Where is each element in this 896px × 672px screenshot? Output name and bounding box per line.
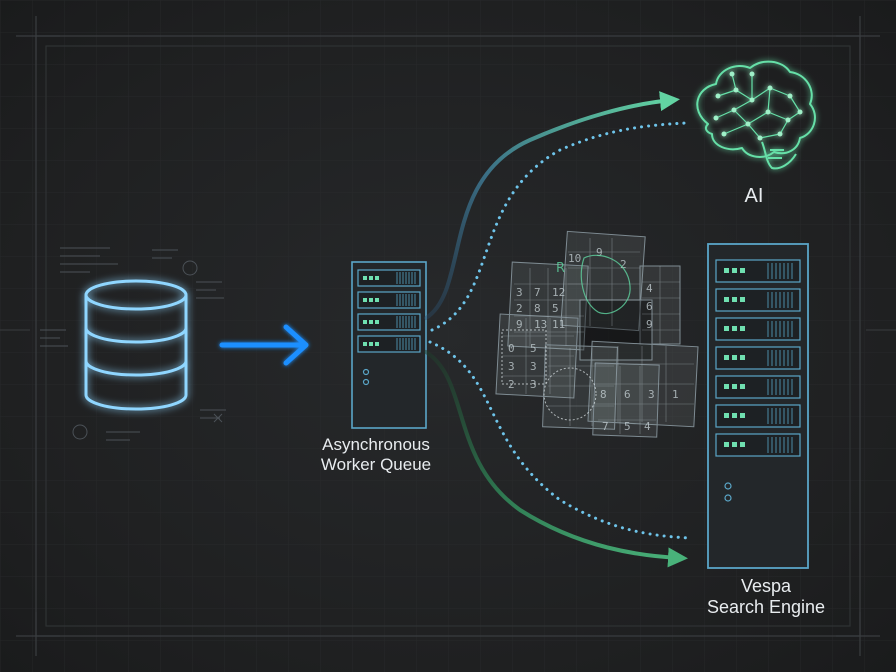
document-grid-lines [502,238,694,434]
document-dotted-outline [501,329,597,421]
ingest-arrow [219,324,309,366]
svg-text:3: 3 [530,360,537,373]
svg-text:4: 4 [644,420,651,433]
flow-arrow-to-vespa [424,350,688,568]
svg-text:3: 3 [648,388,655,401]
svg-text:7: 7 [534,286,541,299]
svg-text:13: 13 [534,318,547,331]
svg-text:R: R [556,261,565,276]
svg-text:4: 4 [646,282,653,295]
svg-text:2: 2 [516,302,523,315]
frame-border [0,16,896,656]
ai-label: AI [744,185,764,207]
database-icon [84,279,188,411]
svg-text:3: 3 [530,378,537,391]
svg-text:0: 0 [508,342,515,355]
queue-label-line-2: Worker Queue [320,454,432,474]
vespa-server-icon [707,243,809,569]
svg-text:6: 6 [646,300,653,313]
svg-text:12: 12 [552,286,565,299]
flow-arrow-to-ai [424,91,680,320]
svg-text:5: 5 [552,302,559,315]
vespa-label: Vespa Search Engine [686,576,846,617]
vespa-server-slots [715,259,801,457]
vespa-server-vents [767,263,793,453]
svg-text:5: 5 [530,342,537,355]
svg-text:10: 10 [568,252,581,265]
svg-text:9: 9 [516,318,523,331]
svg-text:1: 1 [672,388,679,401]
queue-server-vents [396,272,416,350]
queue-server-icon [351,261,427,429]
queue-label-line-1: Asynchronous [322,435,430,454]
vespa-label-line-2: Search Engine [706,596,826,617]
svg-text:8: 8 [600,388,607,401]
database-annotations [40,247,226,441]
svg-text:5: 5 [624,420,631,433]
dotted-link-to-vespa [428,340,692,540]
brain-icon [696,60,816,170]
svg-text:9: 9 [646,318,653,331]
svg-text:8: 8 [534,302,541,315]
queue-server-slots [357,269,421,353]
svg-text:3: 3 [508,360,515,373]
vespa-label-line-1: Vespa [740,576,792,596]
svg-text:6: 6 [624,388,631,401]
svg-text:7: 7 [602,420,609,433]
document-highlight-marks: R [556,254,631,315]
queue-label: Asynchronous Worker Queue [306,435,446,474]
svg-text:9: 9 [596,246,603,259]
svg-text:3: 3 [516,286,523,299]
vespa-server-leds [724,268,745,447]
queue-server-leds [363,276,379,346]
svg-text:2: 2 [620,258,627,271]
svg-text:11: 11 [552,318,565,331]
